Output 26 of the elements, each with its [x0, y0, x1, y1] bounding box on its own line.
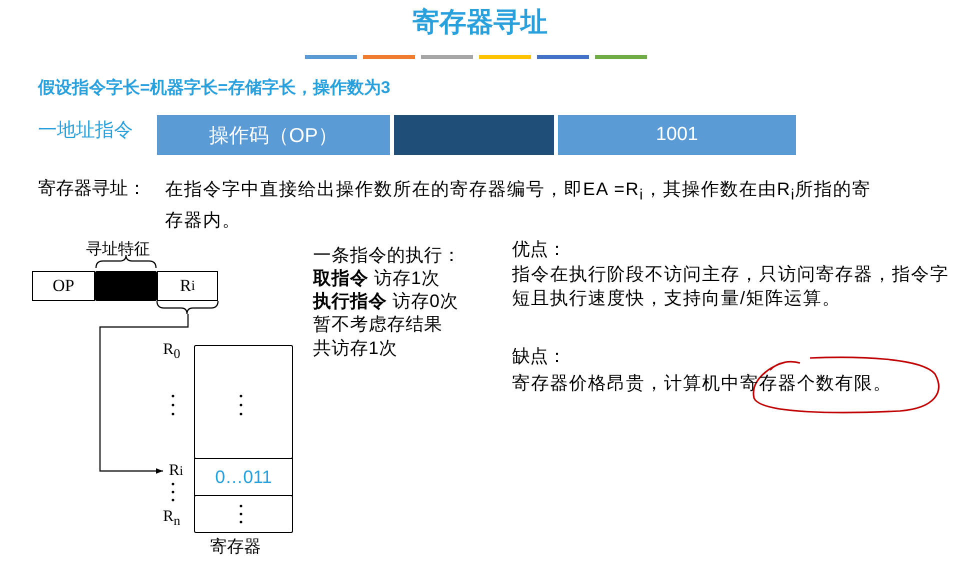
caption: 寄存器	[210, 536, 262, 557]
body-text: 取指令 访存1次	[313, 267, 442, 289]
heading-text: 优点：	[512, 238, 567, 260]
title: 寄存器寻址	[412, 6, 548, 39]
opcode-field: OP	[32, 271, 95, 301]
register-block	[194, 495, 293, 533]
addressing-field	[394, 115, 554, 155]
address-field: 1001	[558, 115, 796, 155]
register-block	[194, 345, 293, 459]
arrow	[99, 314, 189, 474]
definition-text: 在指令字中直接给出操作数所在的寄存器编号，即EA =R$_{i}$，其操作数在由R$_{i}$所指的寄存器内。	[165, 178, 872, 232]
row-label: 一地址指令	[38, 119, 134, 142]
note-text: 假设指令字长=机器字长=存储字长，操作数为3	[38, 77, 392, 98]
addressing-field	[95, 271, 157, 301]
term-label: 寄存器寻址：	[38, 177, 147, 199]
body-text: 指令在执行阶段不访问主存，只访问寄存器，指令字短且执行速度快，支持向量/矩阵运算。	[512, 263, 950, 310]
body-text: 一条指令的执行：	[313, 244, 462, 266]
register-name: R$_{n}$	[163, 507, 182, 530]
register-name: R$_{0}$	[163, 340, 182, 364]
brace-label: 寻址特征	[86, 240, 151, 260]
heading-text: 缺点：	[512, 345, 567, 367]
body-text: 暂不考虑存结果	[313, 313, 444, 335]
opcode-field: 操作码（OP）	[157, 115, 390, 155]
register-cell: 0…011	[194, 458, 293, 496]
body-text: 执行指令 访存0次	[313, 290, 460, 312]
body-text: 共访存1次	[313, 337, 399, 359]
